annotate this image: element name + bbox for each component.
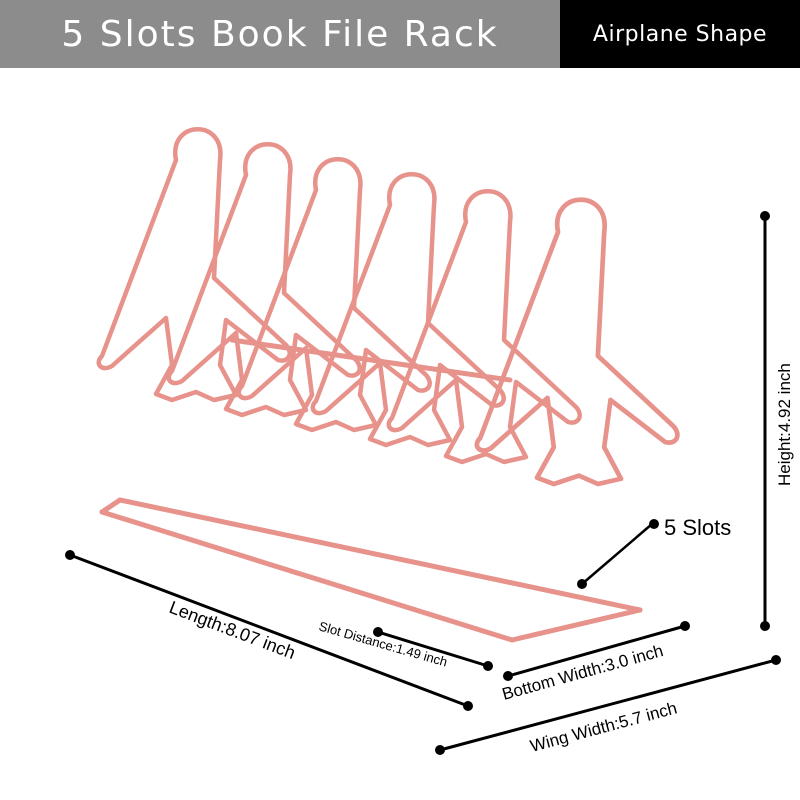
height-measure: Height:4.92 inch <box>760 211 794 631</box>
height-label: Height:4.92 inch <box>775 363 794 486</box>
rack-frames <box>99 129 678 484</box>
slots-callout: 5 Slots <box>577 515 731 589</box>
banner-subtitle: Airplane Shape <box>560 0 800 68</box>
header-banner: 5 Slots Book File Rack Airplane Shape <box>0 0 800 68</box>
plane-frame <box>169 144 360 415</box>
length-measure: Length:8.07 inch <box>65 550 473 711</box>
plane-frame <box>313 174 504 445</box>
banner-title: 5 Slots Book File Rack <box>0 0 560 68</box>
length-label: Length:8.07 inch <box>167 597 299 663</box>
slots-label: 5 Slots <box>664 515 731 540</box>
rack-base <box>99 337 643 643</box>
plane-frame <box>99 129 290 400</box>
slot-distance-label: Slot Distance:1.49 inch <box>317 618 449 669</box>
